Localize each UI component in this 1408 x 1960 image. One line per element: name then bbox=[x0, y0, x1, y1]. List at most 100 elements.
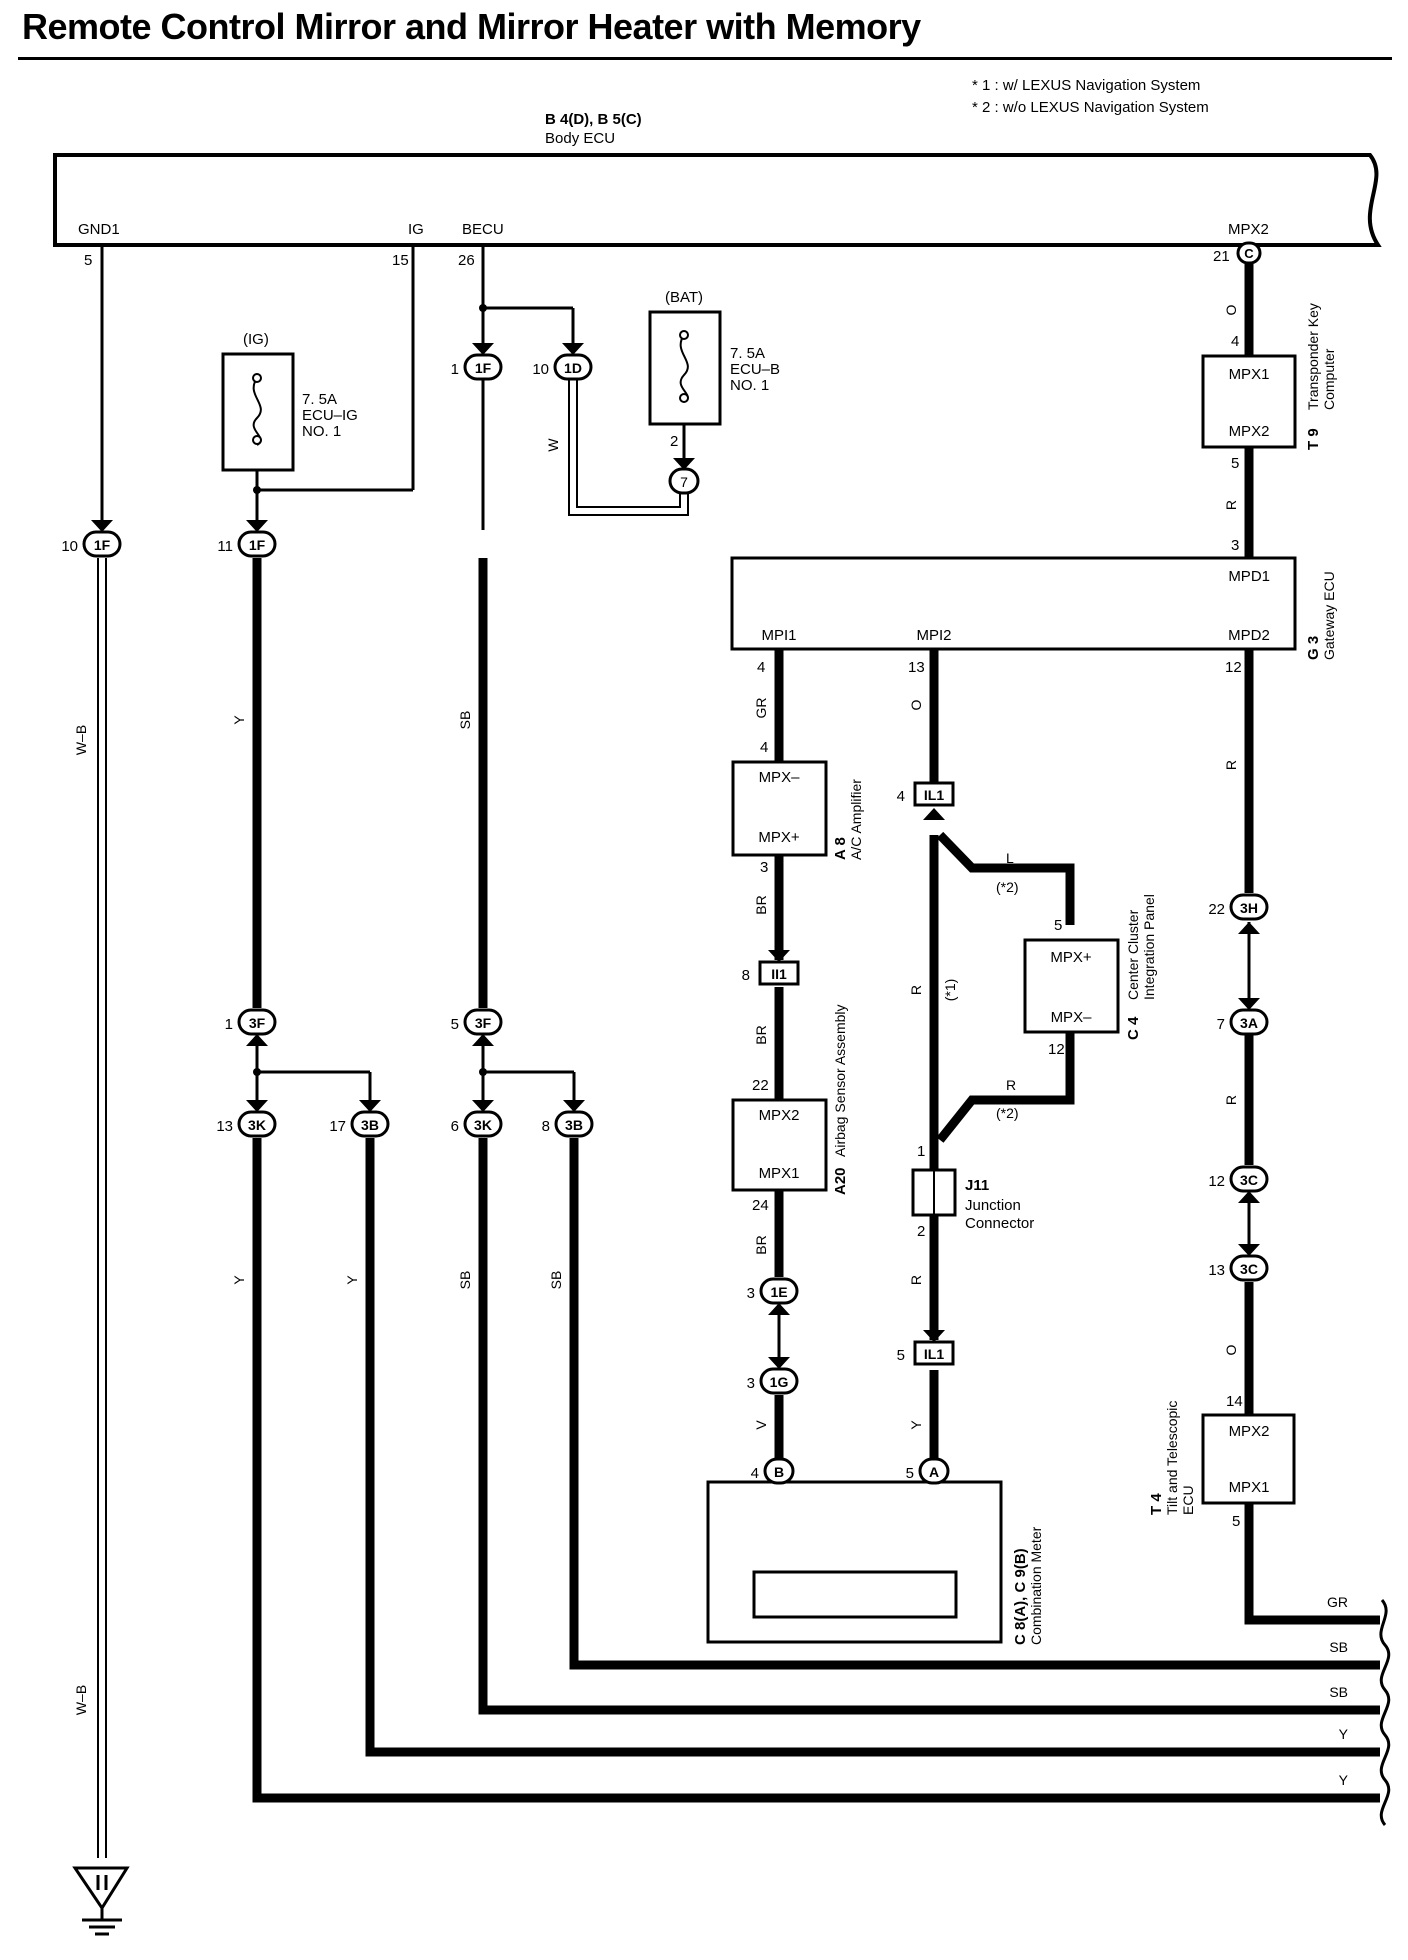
wire-label-r-junction: R bbox=[908, 1275, 924, 1285]
body-ecu-connector: B 4(D), B 5(C) bbox=[545, 111, 642, 128]
connector-id: 3B bbox=[565, 1117, 583, 1133]
fuse-bat-end bbox=[679, 330, 689, 340]
connector-3b-becu: 3B 8 bbox=[542, 1110, 594, 1138]
connector-id: 3K bbox=[248, 1117, 266, 1133]
fuse-bat-junction-label: 7 bbox=[680, 474, 688, 490]
ac-amp-pin-2: 3 bbox=[760, 859, 768, 876]
gateway-mpd1: MPD1 bbox=[1228, 568, 1270, 585]
connector-id: 3A bbox=[1240, 1015, 1258, 1031]
airbag-pin-2: 24 bbox=[752, 1197, 769, 1214]
note-1: * 1 : w/ LEXUS Navigation System bbox=[972, 77, 1200, 94]
fuse-bat-end bbox=[679, 393, 689, 403]
connector-3b-ig: 3B 17 bbox=[329, 1110, 390, 1138]
wire-label-r-mpd2: R bbox=[1223, 760, 1239, 770]
wire-sb-3k-out bbox=[478, 1138, 1380, 1715]
connector-pin: 6 bbox=[451, 1118, 459, 1135]
wire-label-sb-right: SB bbox=[548, 1271, 564, 1290]
connector-id: IL1 bbox=[924, 1346, 944, 1362]
wire-mpi2-chain bbox=[929, 650, 1075, 1468]
wire-label-sb-left: SB bbox=[457, 1271, 473, 1290]
connector-1f-ig: 1F 11 bbox=[217, 530, 277, 558]
wire-label-o-mpi2: O bbox=[908, 699, 924, 710]
airbag-name: Airbag Sensor Assembly bbox=[832, 1004, 848, 1157]
connector-3f-ig: 3F 1 bbox=[225, 1008, 277, 1036]
output-label-sb-1: SB bbox=[1329, 1639, 1348, 1655]
center-cluster-terminal-2: MPX– bbox=[1051, 1009, 1093, 1026]
center-cluster-name-2: Integration Panel bbox=[1141, 894, 1157, 1000]
title-rule bbox=[18, 57, 1392, 60]
connector-pin: 8 bbox=[542, 1118, 550, 1135]
tilt-terminal-2: MPX1 bbox=[1229, 1479, 1270, 1496]
transponder-terminal-1: MPX1 bbox=[1229, 366, 1270, 383]
connector-pin: 1 bbox=[451, 361, 459, 378]
ac-amp-pin-1: 4 bbox=[760, 739, 768, 756]
connector-1f-becu: 1F 1 bbox=[451, 353, 503, 381]
variant-label-2-bottom: (*2) bbox=[996, 1105, 1019, 1121]
junction-code: J11 bbox=[965, 1177, 989, 1194]
center-cluster-pin-1: 5 bbox=[1054, 917, 1062, 934]
pin-gnd1: 5 bbox=[84, 252, 92, 269]
wire-label-br-3: BR bbox=[753, 1235, 769, 1254]
wire-y-split bbox=[255, 1035, 372, 1110]
pin-mpx2: 21 bbox=[1213, 248, 1230, 265]
fuse-bat-box bbox=[648, 310, 722, 426]
connector-3h: 3H 22 bbox=[1208, 893, 1269, 921]
meter-code: C 8(A), C 9(B) bbox=[1012, 1548, 1029, 1645]
connector-id: 3F bbox=[249, 1015, 266, 1031]
variant-label-1: (*1) bbox=[942, 979, 958, 1002]
center-cluster-pin-2: 12 bbox=[1048, 1041, 1065, 1058]
gateway-box bbox=[730, 556, 1297, 651]
wire-label-wb-upper: W–B bbox=[73, 725, 89, 755]
fuse-ig-rating: 7. 5A bbox=[302, 391, 337, 408]
ac-amp-code: A 8 bbox=[832, 837, 849, 860]
fuse-bat-circuit: (BAT) bbox=[665, 289, 703, 306]
connector-pin: 12 bbox=[1208, 1173, 1225, 1190]
splice-sb bbox=[479, 1068, 487, 1076]
wire-label-sb-upper: SB bbox=[457, 711, 473, 730]
connector-id: IL1 bbox=[924, 787, 944, 803]
connector-3k-becu: 3K 6 bbox=[451, 1110, 503, 1138]
tilt-name: Tilt and Telescopic bbox=[1164, 1401, 1180, 1515]
connector-arrows bbox=[91, 343, 1260, 1369]
note-2: * 2 : w/o LEXUS Navigation System bbox=[972, 99, 1209, 116]
connector-id: 3F bbox=[475, 1015, 492, 1031]
wire-break-mark bbox=[1379, 1599, 1391, 1826]
connector-pin: 7 bbox=[1217, 1016, 1225, 1033]
connector-id: 1F bbox=[475, 360, 492, 376]
connector-pin: 5 bbox=[906, 1465, 914, 1482]
connector-pin: 4 bbox=[751, 1465, 759, 1482]
connector-id: 1E bbox=[770, 1284, 787, 1300]
connector-mpx2-c: C bbox=[1236, 241, 1262, 265]
meter-name: Combination Meter bbox=[1028, 1526, 1044, 1645]
wire-label-w: W bbox=[545, 438, 561, 452]
connector-id: 3C bbox=[1240, 1261, 1258, 1277]
meter-inner-box bbox=[752, 1570, 958, 1619]
gateway-pin-mpd2: 12 bbox=[1225, 659, 1242, 676]
wire-label-v: V bbox=[753, 1420, 769, 1430]
transponder-pin-1: 4 bbox=[1231, 333, 1239, 350]
connector-il1-bottom: IL1 5 bbox=[897, 1340, 955, 1366]
connector-3f-becu: 3F 5 bbox=[451, 1008, 503, 1036]
pin-becu: 26 bbox=[458, 252, 475, 269]
connector-3k-ig: 3K 13 bbox=[216, 1110, 277, 1138]
variant-label-2-top: (*2) bbox=[996, 879, 1019, 895]
connector-id: 3C bbox=[1240, 1172, 1258, 1188]
terminal-gnd1: GND1 bbox=[78, 221, 120, 238]
connector-pin: 13 bbox=[216, 1118, 233, 1135]
fuse-bat-pin: 2 bbox=[670, 433, 678, 450]
fuse-ig-circuit: (IG) bbox=[243, 331, 269, 348]
connector-3c-bottom: 3C 13 bbox=[1208, 1254, 1269, 1282]
splice-ig bbox=[253, 486, 261, 494]
connector-pin: 3 bbox=[747, 1285, 755, 1302]
wire-label-r-mpi2: R bbox=[908, 985, 924, 995]
connector-id: 1F bbox=[94, 537, 111, 553]
tilt-code: T 4 bbox=[1148, 1493, 1165, 1515]
body-ecu-name: Body ECU bbox=[545, 130, 615, 147]
gateway-code: G 3 bbox=[1305, 636, 1322, 660]
output-label-gr: GR bbox=[1327, 1594, 1348, 1610]
connector-3a: 3A 7 bbox=[1217, 1008, 1269, 1036]
connector-pin: 13 bbox=[1208, 1262, 1225, 1279]
connector-meter-b: B 4 bbox=[751, 1457, 795, 1485]
wire-wb-ground bbox=[97, 245, 107, 1858]
junction-name-2: Connector bbox=[965, 1215, 1034, 1232]
